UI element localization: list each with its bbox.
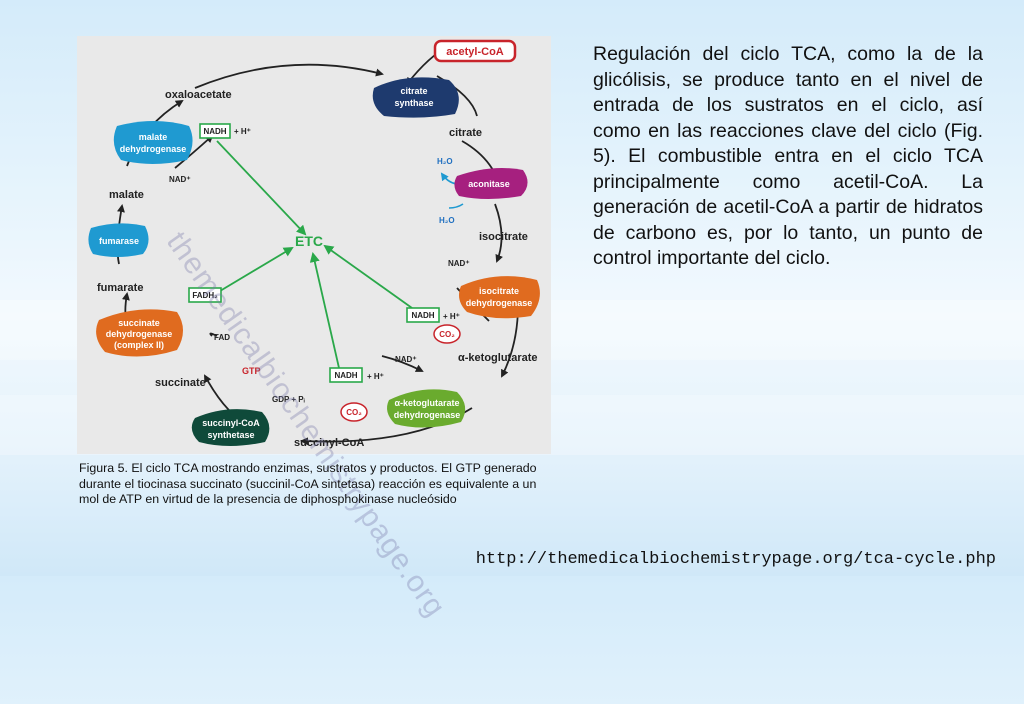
svg-text:aconitase: aconitase xyxy=(468,179,510,189)
co2-isocitrate-circle: CO₂ xyxy=(433,324,461,344)
fumarate-label: fumarate xyxy=(97,282,143,294)
succinate-label: succinate xyxy=(155,377,206,389)
co2-akg-circle: CO₂ xyxy=(340,402,368,422)
h-malate-label: + H⁺ xyxy=(234,127,251,136)
enzyme-aconitase: aconitase xyxy=(454,168,528,199)
svg-text:CO₂: CO₂ xyxy=(346,408,362,417)
h2o-bottom-label: H₂O xyxy=(439,216,455,225)
nadh-malate-box: NADH xyxy=(199,123,231,139)
source-url-link[interactable]: http://themedicalbiochemistrypage.org/tc… xyxy=(475,550,996,569)
citrate-label: citrate xyxy=(449,127,482,139)
h2o-top-label: H₂O xyxy=(437,157,453,166)
isocitrate-label: isocitrate xyxy=(479,231,528,243)
nad-malate-label: NAD⁺ xyxy=(169,175,191,184)
regulation-paragraph: Regulación del ciclo TCA, como la de la … xyxy=(593,43,983,269)
succinyl-coa-label: succinyl-CoA xyxy=(294,437,364,449)
svg-text:NADH: NADH xyxy=(334,371,357,380)
h-isocitrate-label: + H⁺ xyxy=(443,312,460,321)
fadh2-box: FADH₂ xyxy=(188,287,222,303)
figure-caption: Figura 5. El ciclo TCA mostrando enzimas… xyxy=(79,461,537,506)
svg-text:FADH₂: FADH₂ xyxy=(192,291,218,300)
nadh-akg-box: NADH xyxy=(329,367,363,383)
malate-label: malate xyxy=(109,189,144,201)
svg-text:fumarase: fumarase xyxy=(99,236,139,246)
svg-text:acetyl-CoA: acetyl-CoA xyxy=(446,46,504,58)
svg-text:NADH: NADH xyxy=(411,311,434,320)
svg-text:NADH: NADH xyxy=(203,127,226,136)
svg-text:CO₂: CO₂ xyxy=(439,330,455,339)
alpha-ketoglutarate-label: α-ketoglutarate xyxy=(458,352,538,364)
enzyme-fumarase: fumarase xyxy=(88,223,149,257)
gtp-label: GTP xyxy=(242,366,261,376)
gdp-pi-label: GDP + Pᵢ xyxy=(272,395,305,404)
acetyl-coa-box: acetyl-CoA xyxy=(433,39,517,63)
nad-akg-label: NAD⁺ xyxy=(395,355,417,364)
nad-isocitrate-label: NAD⁺ xyxy=(448,259,470,268)
h-akg-label: + H⁺ xyxy=(367,372,384,381)
etc-label: ETC xyxy=(295,233,323,249)
oxaloacetate-label: oxaloacetate xyxy=(165,89,232,101)
nadh-isocitrate-box: NADH xyxy=(406,307,440,323)
fad-label: FAD xyxy=(214,333,230,342)
etc-arrows xyxy=(214,140,413,369)
